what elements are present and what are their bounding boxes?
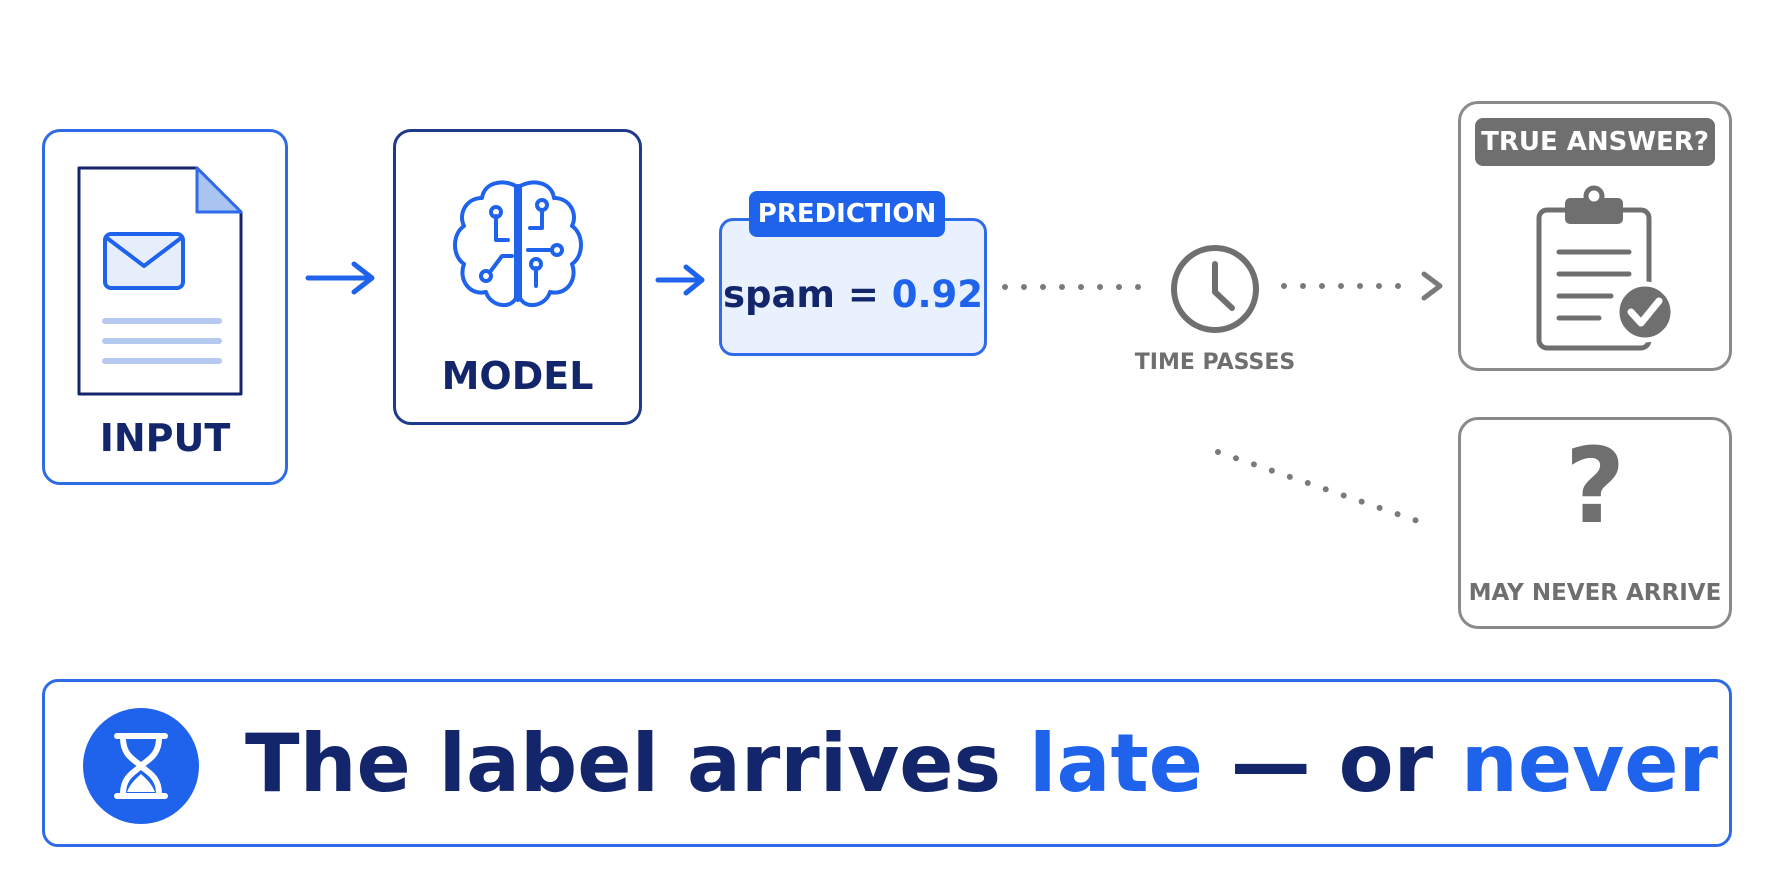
banner-part2: — or [1202,717,1461,810]
dotted-arrow [1281,271,1443,301]
true-answer-card: TRUE ANSWER? [1458,101,1732,371]
input-label: INPUT [99,416,231,460]
banner-text: The label arrives late — or never [245,716,1718,812]
clock-icon [1171,245,1259,333]
model-card: MODEL [393,129,642,425]
dotted-connector-diagonal [1215,449,1435,529]
document-icon [77,166,243,396]
may-never-arrive-label: MAY NEVER ARRIVE [1468,580,1722,606]
mail-icon [103,232,185,290]
dotted-connector [1002,284,1158,290]
model-label: MODEL [441,354,594,398]
clipboard-check-icon [1536,185,1676,351]
true-answer-badge: TRUE ANSWER? [1475,118,1715,166]
arrow-right-icon [655,264,705,296]
banner-late: late [1029,717,1203,810]
may-never-arrive-card: ? MAY NEVER ARRIVE [1458,417,1732,629]
input-card: INPUT [42,129,288,485]
brain-icon [453,180,583,308]
prediction-value: 0.92 [891,273,984,316]
arrow-right-icon [305,261,375,295]
message-banner: The label arrives late — or never [42,679,1732,847]
prediction-card: spam = 0.92 [719,218,987,356]
prediction-value-text: spam = 0.92 [722,273,984,316]
banner-never: never [1460,717,1718,810]
question-mark-icon: ? [1564,425,1626,547]
hourglass-icon [83,708,199,824]
time-passes-label: TIME PASSES [1134,350,1296,375]
prediction-key: spam = [722,273,892,316]
banner-part1: The label arrives [245,717,1030,810]
prediction-badge: PREDICTION [749,191,945,237]
